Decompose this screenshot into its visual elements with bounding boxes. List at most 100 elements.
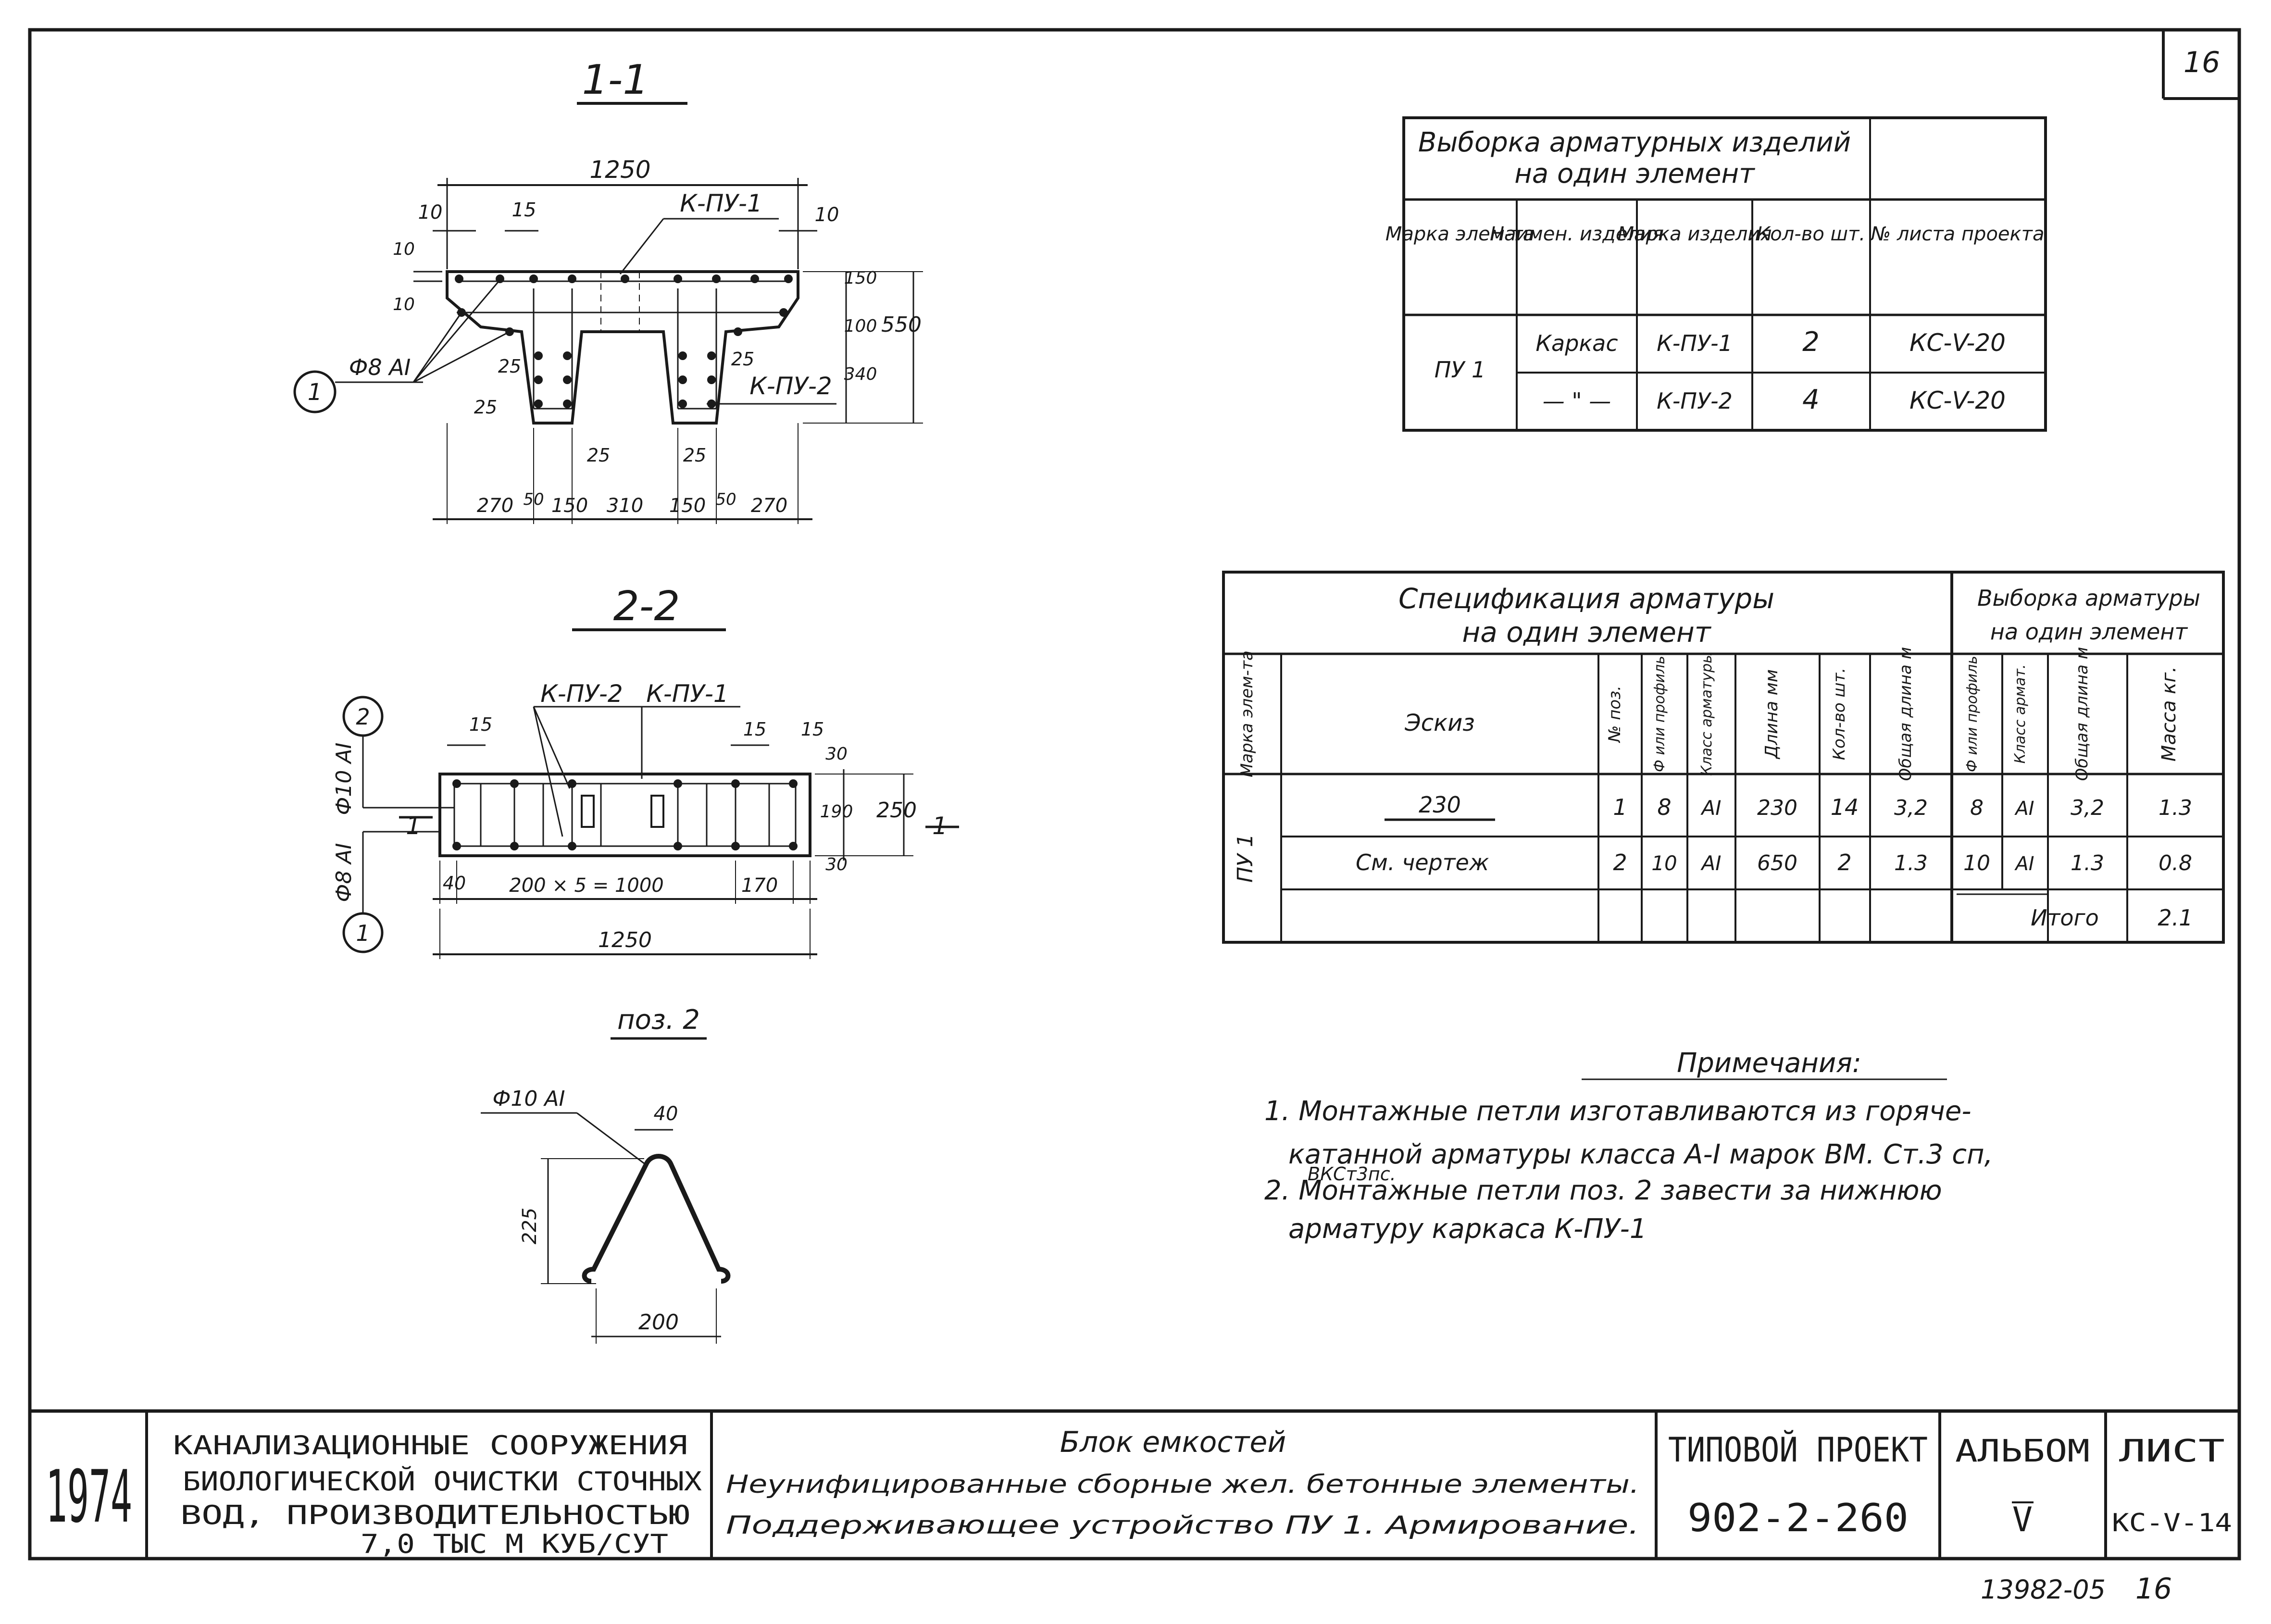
dim-b50-b: 50	[715, 490, 736, 509]
izd-r1-qty: 2	[1802, 326, 1820, 358]
dim-v10-a: 10	[393, 239, 415, 259]
spec-r2-s-len: 1.3	[2071, 851, 2104, 875]
izd-r2-mark: К-ПУ-2	[1657, 388, 1733, 414]
spec-total-value: 2.1	[2158, 905, 2193, 931]
izd-r2-name: — " —	[1543, 388, 1611, 414]
section-1-1: 1-1 1250 10 15 10	[293, 56, 923, 524]
izd-h-name: Наимен. изделия	[1490, 223, 1664, 245]
spec-r2-pos: 2	[1613, 849, 1627, 875]
loop-shape	[582, 1154, 731, 1284]
notes-line-3: 2. Монтажные петли поз. 2 завести за ниж…	[1264, 1175, 1942, 1206]
tb-album-number: V	[2012, 1500, 2033, 1539]
dim-2-v30-a: 30	[825, 744, 848, 764]
notes-line-1: 1. Монтажные петли изготавливаются из го…	[1264, 1096, 1972, 1127]
notes-line-2: катанной арматуры класса А-I марок ВМ. С…	[1288, 1139, 1993, 1170]
spec-r2-class: АI	[1700, 851, 1721, 875]
beam-outline-1-1	[446, 270, 799, 425]
title-block: 1974 КАНАЛИЗАЦИОННЫЕ СООРУЖЕНИЯ БИОЛОГИЧ…	[30, 1409, 2239, 1559]
spec-r1-s-class: АI	[2014, 798, 2034, 820]
notes-title: Примечания:	[1677, 1048, 1861, 1079]
spec-total-label: Итого	[2031, 905, 2099, 931]
page-number: 16	[2184, 46, 2220, 79]
tb-org-2: БИОЛОГИЧЕСКОЙ ОЧИСТКИ СТОЧНЫХ	[183, 1466, 702, 1497]
dim-b150-b: 150	[669, 495, 706, 517]
spec-h-mass: Масса кг.	[2158, 666, 2180, 762]
callout-2-number: 2	[356, 704, 370, 730]
spec-title-1: Спецификация арматуры	[1398, 582, 1774, 615]
spec-r1-pos: 1	[1613, 794, 1627, 820]
bar-label-f8-sec22: Ф8 АI	[332, 843, 356, 902]
spec-h-s-dia: Ф или профиль	[1964, 656, 1981, 772]
bar-label-f10-sec22: Ф10 АI	[332, 743, 356, 815]
cut-mark-left: 1	[406, 812, 421, 840]
spec-r1-length: 230	[1757, 796, 1797, 820]
dim-v100: 100	[844, 316, 877, 336]
pos-2-dim-40: 40	[654, 1103, 678, 1125]
notes: Примечания: 1. Монтажные петли изготавли…	[1264, 1048, 1993, 1245]
callout-1-number: 1	[308, 379, 323, 406]
beam-outline-2-2	[438, 773, 811, 857]
spec-h-element: Марка элем-та	[1237, 650, 1257, 777]
cut-mark-right: 1	[932, 812, 948, 840]
spec-r1-sketch: 230	[1419, 792, 1461, 818]
spec-h-length: Длина мм	[1762, 669, 1782, 760]
spec-r2-sketch: См. чертеж	[1356, 849, 1489, 875]
label-k-pu-2-sec22: К-ПУ-2	[540, 680, 623, 708]
section-2-2: 2-2 К-ПУ-2 К-ПУ-1 2 Ф10 АI	[332, 583, 959, 959]
spec-title-2: на один элемент	[1462, 616, 1711, 649]
izd-title-1: Выборка арматурных изделий	[1418, 127, 1851, 158]
tb-desc-1: Блок емкостей	[1060, 1425, 1286, 1459]
izd-h-sheet: № листа проекта	[1870, 223, 2045, 245]
spec-r1-s-len: 3,2	[2071, 796, 2104, 820]
table-spec: Спецификация арматуры на один элемент Вы…	[1222, 571, 2225, 944]
spec-r2-s-class: АI	[2014, 853, 2034, 875]
tb-desc-2: Неунифицированные сборные жел. бетонные …	[726, 1470, 1639, 1499]
pos-2-bar-label: Ф10 АI	[493, 1087, 565, 1111]
spec-r1-qty: 14	[1831, 794, 1859, 820]
spec-r2-mass: 0.8	[2159, 851, 2192, 875]
dim-b270-a: 270	[477, 495, 513, 517]
spec-h-sketch: Эскиз	[1404, 710, 1475, 737]
tb-org-3: ВОД, ПРОИЗВОДИТЕЛЬНОСТЬЮ	[180, 1500, 690, 1530]
izd-r1-mark: К-ПУ-1	[1657, 330, 1733, 356]
table-izdeliy: Выборка арматурных изделий на один элеме…	[1385, 116, 2047, 432]
spec-element: ПУ 1	[1233, 834, 1258, 883]
spec-h-total: Общая длина м	[1896, 647, 1915, 781]
label-k-pu-2-sec11: К-ПУ-2	[749, 372, 832, 400]
dim-25-d: 25	[587, 445, 610, 466]
spec-r2-total: 1.3	[1894, 851, 1928, 875]
izd-r1-name: Каркас	[1535, 330, 1618, 356]
dim-25-b: 25	[731, 349, 754, 370]
spec-r1-s-dia: 8	[1970, 796, 1984, 820]
tb-year: 1974	[46, 1455, 132, 1539]
dim-b310: 310	[607, 495, 643, 517]
tb-sheet-label: ЛИСТ	[2119, 1434, 2225, 1469]
dim-b150-a: 150	[551, 495, 588, 517]
tb-project-label: ТИПОВОЙ ПРОЕКТ	[1668, 1430, 1928, 1470]
bar-label-f8-sec11: Ф8 АI	[349, 354, 411, 380]
spec-r1-total: 3,2	[1894, 796, 1928, 820]
spec-r1-dia: 8	[1657, 794, 1671, 820]
dim-2-v190: 190	[820, 802, 853, 822]
dim-10-left: 10	[418, 201, 443, 224]
tb-org-1: КАНАЛИЗАЦИОННЫЕ СООРУЖЕНИЯ	[173, 1430, 687, 1461]
dim-15-top: 15	[512, 199, 537, 221]
spec-h-class: Класс арматуры	[1698, 652, 1715, 776]
bottom-stamp: 13982-05	[1981, 1574, 2106, 1605]
spec-h-qty: Кол-во шт.	[1830, 668, 1849, 760]
notes-line-2b: ВКСт3пс.	[1308, 1163, 1396, 1185]
tb-desc-3: Поддерживающее устройство ПУ 1. Армирова…	[726, 1511, 1639, 1540]
pos-2-detail: поз. 2 Ф10 АI 40 225 200	[481, 1004, 731, 1344]
izd-r2-sheet: КС-V-20	[1909, 387, 2006, 414]
dim-2-v30-b: 30	[825, 855, 848, 874]
dim-b50-a: 50	[523, 490, 544, 509]
pos-2-dim-225: 225	[519, 1208, 541, 1244]
pos-2-title: поз. 2	[617, 1004, 700, 1036]
dim-2-15-c: 15	[801, 719, 824, 740]
spec-title2-2: на один элемент	[1990, 619, 2188, 645]
spec-r2-s-dia: 10	[1963, 851, 1990, 875]
callout-1b-number: 1	[356, 920, 370, 946]
label-k-pu-1-sec22: К-ПУ-1	[646, 680, 728, 708]
izd-r2-qty: 4	[1802, 384, 1820, 415]
